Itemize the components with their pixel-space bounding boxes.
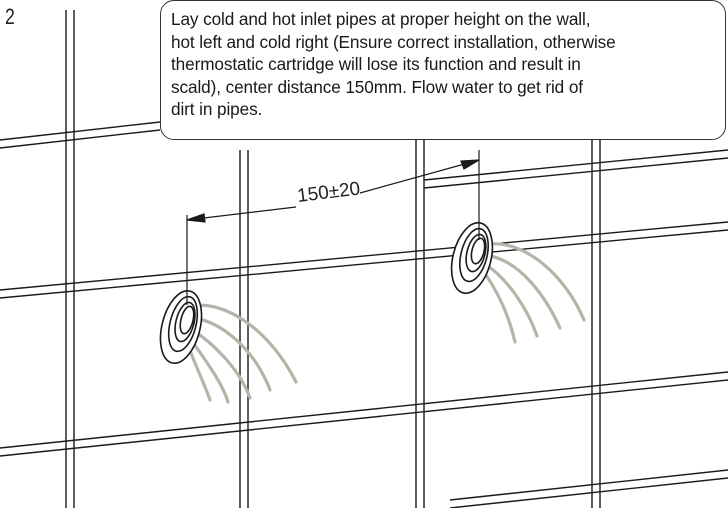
right-pipe-outlet	[450, 221, 494, 295]
tile-grid	[0, 10, 728, 509]
water-streams	[184, 242, 586, 404]
dimension-line	[186, 150, 480, 305]
instruction-callout: Lay cold and hot inlet pipes at proper h…	[160, 0, 726, 140]
dimension-label: 150±20	[296, 178, 361, 207]
left-pipe-outlet	[159, 290, 203, 364]
instruction-text: Lay cold and hot inlet pipes at proper h…	[171, 9, 616, 120]
step-number: 2	[5, 4, 15, 29]
